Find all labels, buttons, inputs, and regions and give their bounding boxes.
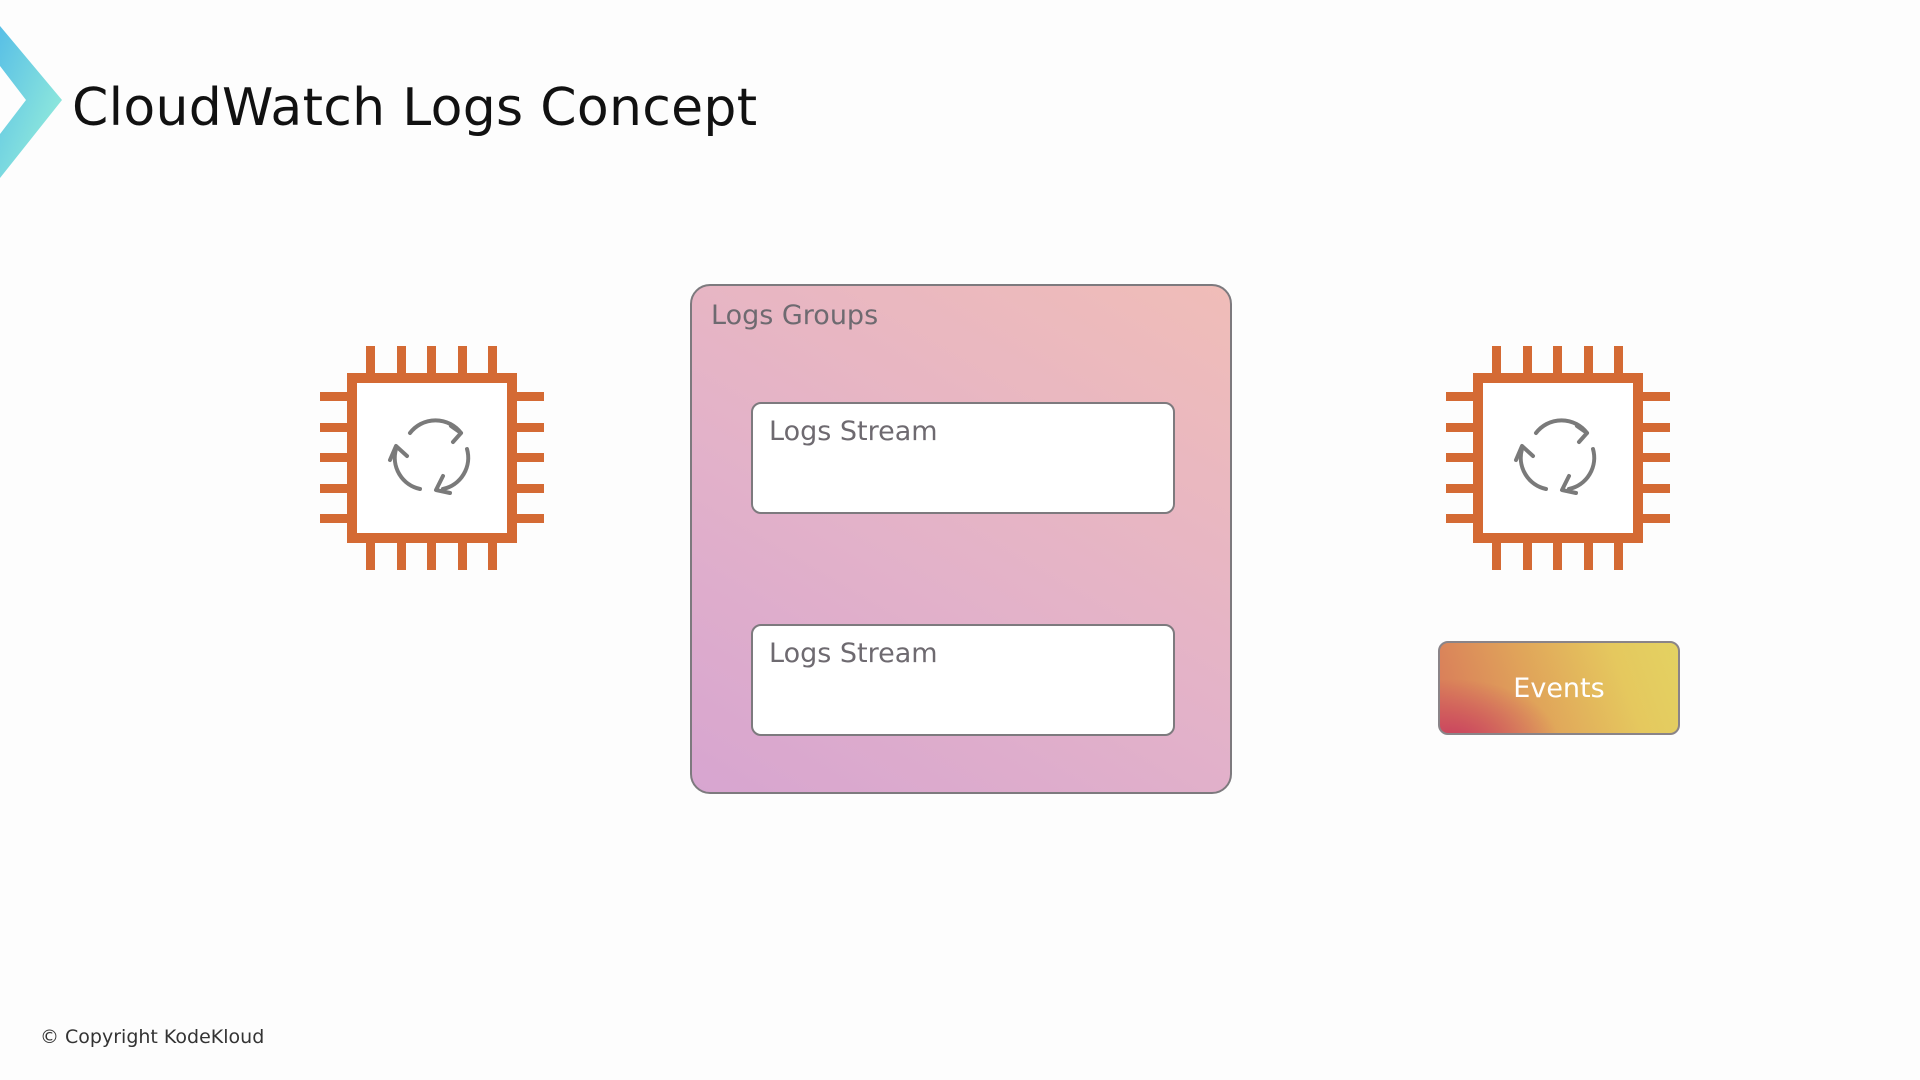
kodekloud-logo-icon: [0, 26, 62, 178]
refresh-cycle-icon: [388, 418, 471, 495]
copyright-footer: © Copyright KodeKloud: [40, 1026, 265, 1048]
events-box: Events: [1438, 641, 1680, 735]
page-title: CloudWatch Logs Concept: [72, 78, 758, 138]
logs-stream-label: Logs Stream: [769, 638, 938, 669]
ec2-instance-chip-icon: [1446, 346, 1670, 570]
logs-stream-box: Logs Stream: [751, 402, 1175, 514]
refresh-cycle-icon: [1514, 418, 1597, 495]
logs-stream-label: Logs Stream: [769, 416, 938, 447]
events-label: Events: [1513, 672, 1605, 704]
logs-group-label: Logs Groups: [711, 300, 879, 331]
logs-stream-box: Logs Stream: [751, 624, 1175, 736]
logs-group-container: Logs Groups Logs Stream Logs Stream: [690, 284, 1232, 794]
ec2-instance-chip-icon: [320, 346, 544, 570]
